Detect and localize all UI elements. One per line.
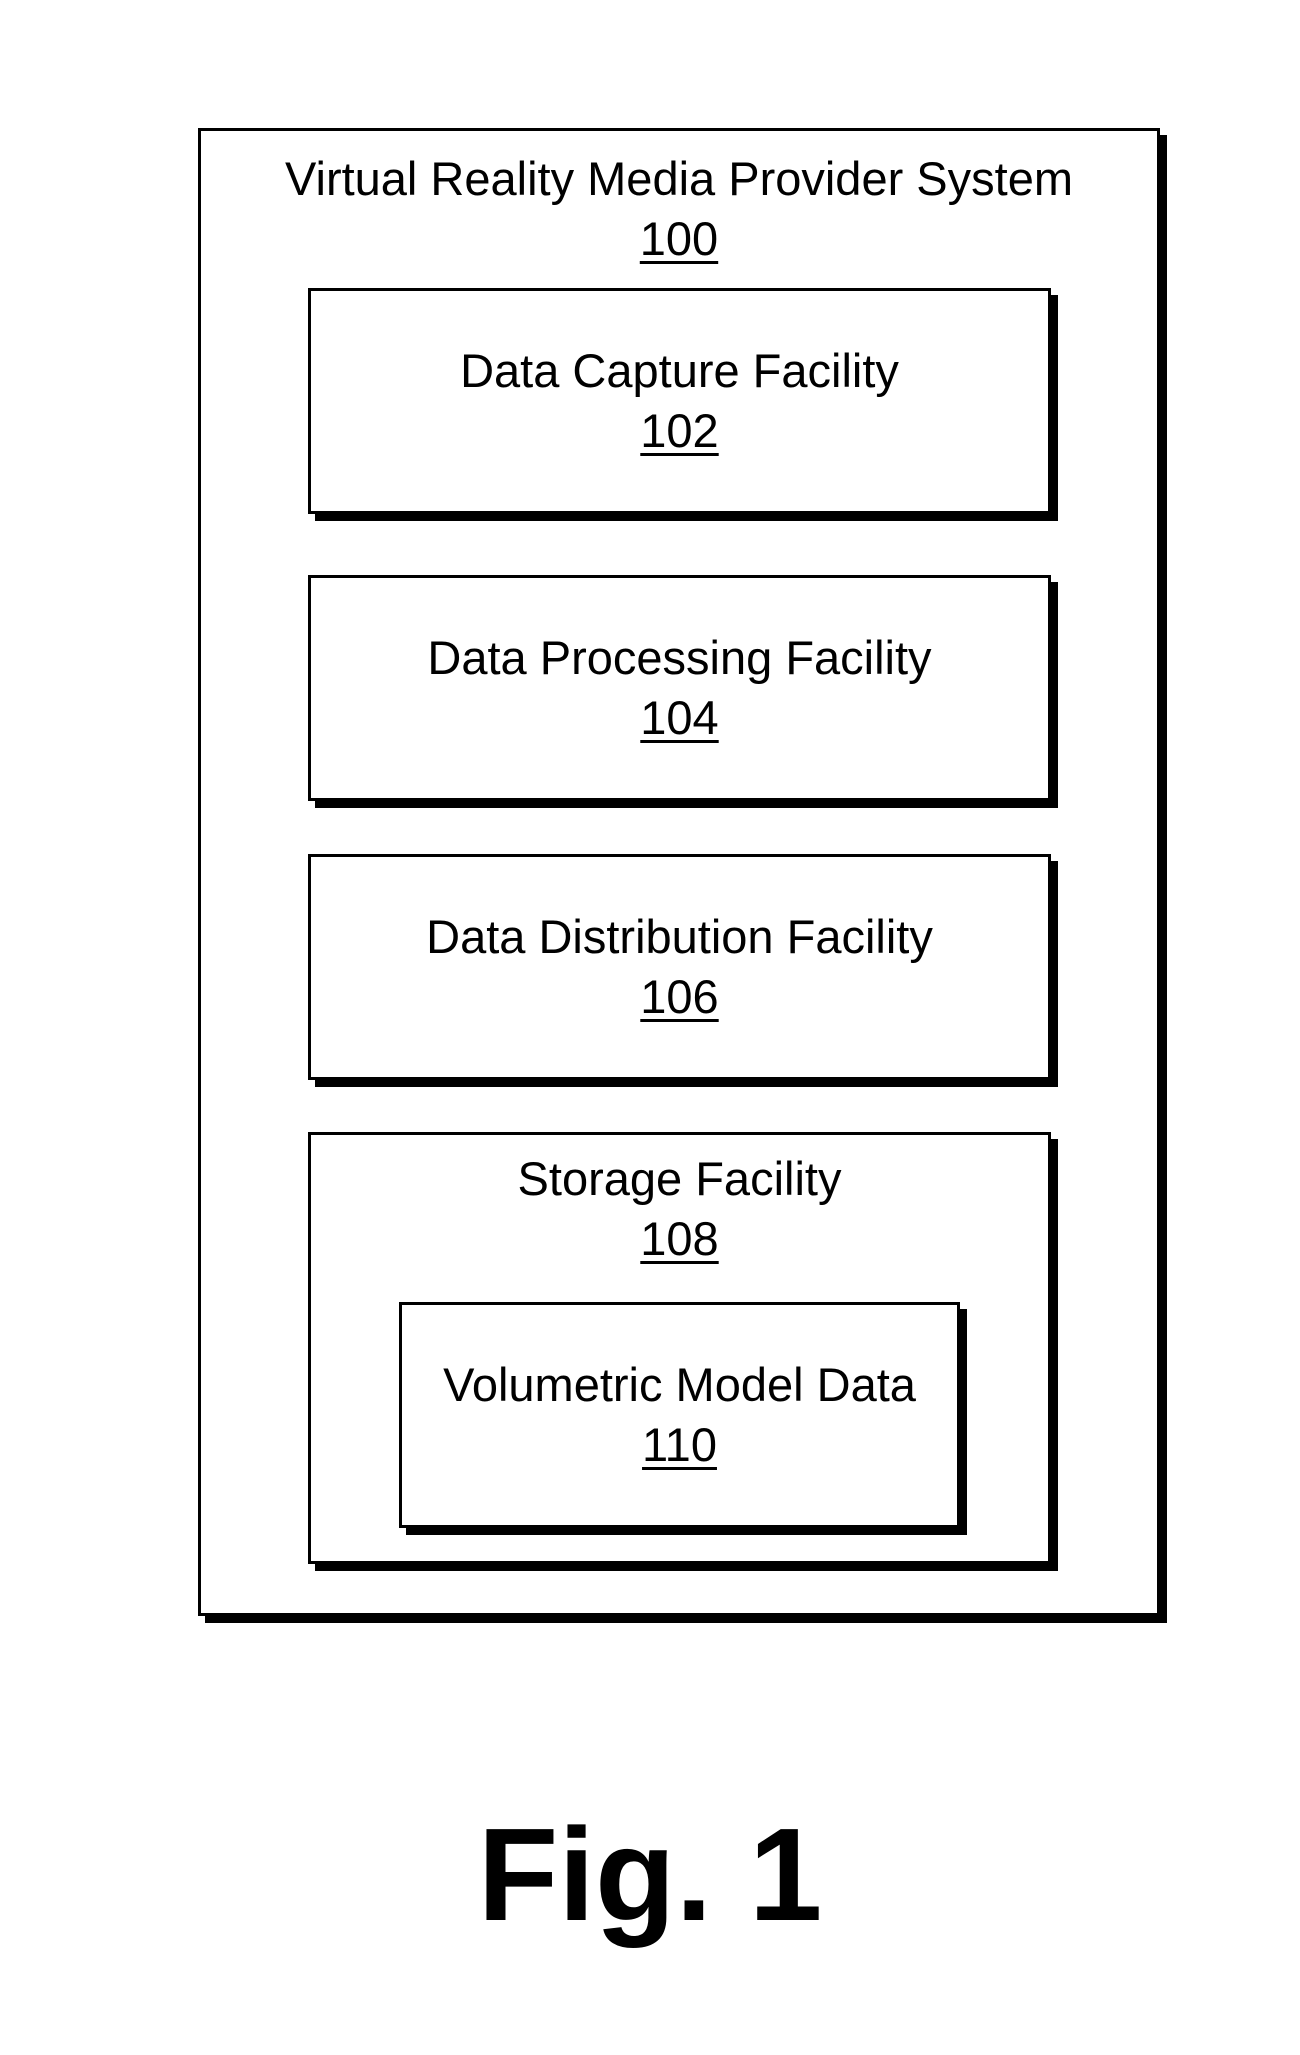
system-label: Virtual Reality Media Provider System 10… [201,149,1157,269]
data-processing-facility-title: Data Processing Facility [311,628,1048,688]
data-distribution-facility-title: Data Distribution Facility [311,907,1048,967]
data-distribution-facility-ref: 106 [640,970,718,1023]
system-ref: 100 [640,212,718,265]
data-capture-facility-ref: 102 [640,404,718,457]
figure-label: Fig. 1 [0,1800,1300,1950]
data-capture-facility-title: Data Capture Facility [311,341,1048,401]
storage-facility-ref: 108 [640,1212,718,1265]
data-capture-facility-box: Data Capture Facility 102 [308,288,1051,514]
volumetric-model-data-box: Volumetric Model Data 110 [399,1302,960,1528]
volumetric-model-data-title: Volumetric Model Data [402,1355,957,1415]
volumetric-model-data-ref: 110 [642,1418,717,1471]
data-processing-facility-box: Data Processing Facility 104 [308,575,1051,801]
system-title: Virtual Reality Media Provider System [201,149,1157,209]
storage-facility-title: Storage Facility [311,1149,1048,1209]
data-distribution-facility-box: Data Distribution Facility 106 [308,854,1051,1080]
storage-facility-box: Storage Facility 108 Volumetric Model Da… [308,1132,1051,1564]
system-box: Virtual Reality Media Provider System 10… [198,128,1160,1616]
data-processing-facility-ref: 104 [640,691,718,744]
